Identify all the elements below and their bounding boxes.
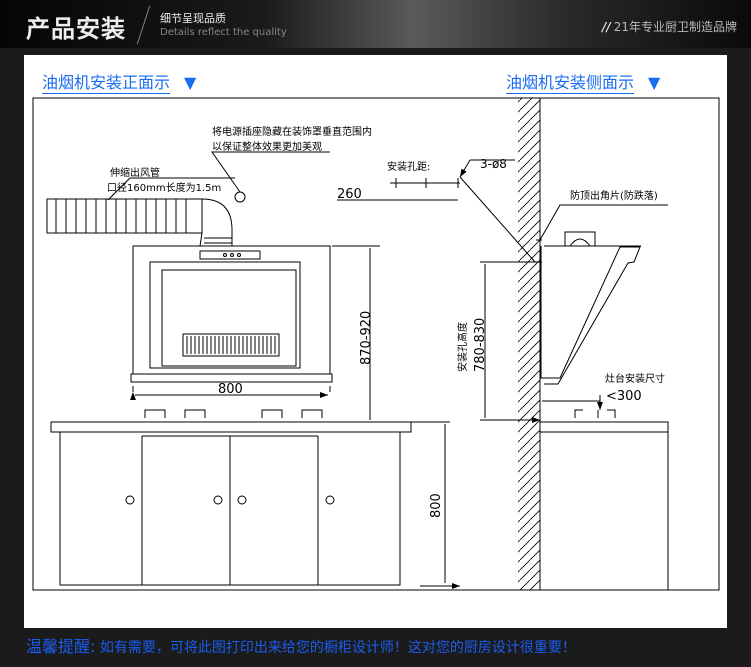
wall-hatch — [518, 98, 540, 590]
hole-height-label: 安装孔高度 — [456, 322, 469, 372]
leader-line — [107, 177, 235, 201]
hole-spec: 3-ø8 — [480, 157, 507, 171]
subtitle-cn: 细节呈现品质 — [160, 12, 226, 25]
hood-height-value: 870-920 — [359, 311, 374, 365]
cabinet-height-value: 800 — [429, 493, 444, 518]
hole-spacing-label: 安装孔距: — [387, 160, 430, 173]
dimension-line — [332, 245, 460, 586]
diagram-panel: 油烟机安装正面示 ▼ 油烟机安装侧面示 ▼ — [24, 55, 727, 628]
slogan-text: 21年专业厨卫制造品牌 — [613, 20, 737, 34]
leader-line — [539, 204, 668, 241]
hole-height-value: 780-830 — [473, 318, 488, 372]
stove-distance-value: <300 — [606, 389, 642, 404]
exhaust-duct — [46, 198, 233, 247]
dimension-line — [133, 386, 330, 395]
slogan-mark: // — [601, 20, 611, 34]
dimension-line — [337, 178, 460, 201]
tip-label: 温馨提醒: — [26, 637, 96, 656]
leader-line — [211, 151, 330, 193]
dimension-line — [542, 395, 600, 410]
slogan: //21年专业厨卫制造品牌 — [602, 18, 737, 35]
down-arrow-icon: ▼ — [184, 73, 197, 92]
socket-note-line2: 以保证整体效果更加美观 — [212, 140, 322, 153]
drawing-frame — [32, 97, 720, 591]
duct-spec: 口径160mm长度为1.5m — [107, 181, 221, 194]
cabinet — [50, 409, 412, 586]
hole-spacing-value: 260 — [337, 187, 362, 202]
hood-width-value: 800 — [218, 382, 243, 397]
header-banner: 产品安装 细节呈现品质 Details reflect the quality … — [0, 0, 751, 48]
side-view-title: 油烟机安装侧面示 — [506, 73, 635, 94]
front-view-title: 油烟机安装正面示 — [42, 73, 171, 94]
tip-text: 如有需要，可将此图打印出来给您的橱柜设计师！这对您的厨房设计很重要！ — [99, 640, 576, 656]
footer-tip: 温馨提醒: 如有需要，可将此图打印出来给您的橱柜设计师！这对您的厨房设计很重要！ — [26, 633, 576, 657]
power-socket-icon — [234, 191, 246, 203]
leader-line — [459, 176, 536, 263]
stove-label: 灶台安装尺寸 — [605, 372, 665, 385]
socket-note-line1: 将电源插座隐藏在装饰罩垂直范围内 — [212, 125, 372, 138]
down-arrow-icon: ▼ — [648, 73, 661, 92]
range-hood-front — [130, 245, 333, 383]
duct-label: 伸缩出风管 — [110, 166, 160, 179]
subtitle-en: Details reflect the quality — [160, 27, 287, 38]
stove-side — [539, 409, 669, 590]
page-title: 产品安装 — [26, 15, 126, 43]
corner-bracket-label: 防顶出角片(防跌落) — [570, 189, 658, 202]
dimension-line — [480, 261, 540, 420]
range-hood-side — [536, 231, 641, 385]
